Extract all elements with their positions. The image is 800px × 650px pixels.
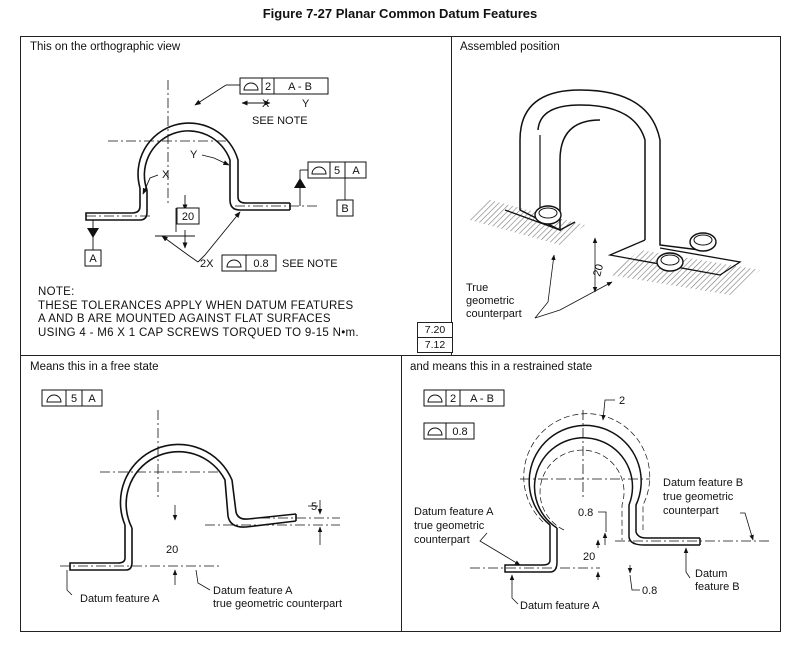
caption-assembled: Assembled position — [460, 41, 560, 53]
profile-surface-icon — [427, 394, 443, 403]
restrained-dim-20: 20 — [583, 551, 595, 563]
free-state-clamp — [69, 443, 297, 571]
dim-20-box — [176, 207, 200, 225]
panel-bottom-right — [401, 355, 781, 632]
fcf-restrained-1: 2 A - B — [423, 389, 505, 407]
restrained-dim-08b: 0.8 — [642, 585, 657, 597]
free-counterpart-label: true geometric counterpart — [213, 598, 342, 610]
datum-b-box — [336, 199, 354, 217]
profile-surface-icon — [46, 394, 62, 403]
datum-a-triangle — [87, 228, 99, 238]
datum-a-counterpart-label: true geometric — [414, 520, 485, 532]
fcf-bottom-note: SEE NOTE — [282, 258, 338, 270]
caption-orthographic: This on the orthographic view — [30, 41, 181, 53]
arrow-label-x: X — [262, 98, 270, 110]
restrained-fcf1-value: 2 — [450, 393, 456, 405]
true-counterpart-label: True — [466, 282, 488, 294]
profile-surface-icon — [427, 427, 443, 436]
restrained-dim-2: 2 — [619, 395, 625, 407]
fcf-right: 5 A — [307, 161, 367, 179]
tolerance-note: NOTE: THESE TOLERANCES APPLY WHEN DATUM … — [38, 286, 359, 340]
orthographic-clamp — [85, 122, 291, 221]
free-fcf-value: 5 — [71, 393, 77, 405]
datum-b-label: feature B — [695, 581, 740, 593]
restrained-dimensions — [479, 399, 754, 605]
reference-box-2: 7.12 — [417, 337, 453, 353]
free-centerlines — [60, 410, 340, 567]
assembled-view: 20 True geometric counterpart — [466, 89, 760, 320]
datum-a-letter: A — [89, 253, 97, 265]
free-counterpart-label: Datum feature A — [213, 585, 293, 597]
datum-b-counterpart-label: counterpart — [663, 505, 719, 517]
datum-b-triangle — [294, 178, 306, 188]
fcf-top: 2 A - B — [239, 77, 329, 95]
fcf-right-datum: A — [352, 165, 360, 177]
fcf-restrained-2: 0.8 — [423, 422, 475, 440]
free-dim-20: 20 — [166, 544, 178, 556]
caption-free-state: Means this in a free state — [30, 361, 159, 373]
cap-screw-icon — [689, 232, 717, 252]
true-counterpart-label: counterpart — [466, 308, 522, 320]
dim-20-label: 20 — [182, 211, 194, 223]
restrained-centerlines — [470, 410, 770, 569]
fcf-top-datum: A - B — [288, 81, 312, 93]
free-dim-5: 5 — [311, 501, 317, 513]
see-note-top: SEE NOTE — [252, 115, 308, 127]
restrained-clamp — [504, 424, 701, 573]
note-line: NOTE: — [38, 286, 75, 298]
fcf-bottom-value: 0.8 — [253, 258, 268, 270]
datum-a-label: Datum feature A — [520, 600, 600, 612]
note-line: USING 4 - M6 X 1 CAP SCREWS TORQUED TO 9… — [38, 326, 359, 339]
datum-b-letter: B — [341, 203, 348, 215]
fcf-right-value: 5 — [334, 165, 340, 177]
restrained-dim-08a: 0.8 — [578, 507, 593, 519]
datum-a-box — [84, 249, 102, 267]
fcf-bottom-prefix: 2X — [200, 258, 214, 270]
free-datum-a-label: Datum feature A — [80, 593, 160, 605]
restrained-fcf2-value: 0.8 — [452, 426, 467, 438]
datum-a-counterpart-label: Datum feature A — [414, 506, 494, 518]
figure-title: Figure 7-27 Planar Common Datum Features — [262, 6, 538, 21]
arrow-label-y: Y — [302, 98, 310, 110]
datum-a-counterpart-label: counterpart — [414, 534, 470, 546]
note-line: A AND B ARE MOUNTED AGAINST FLAT SURFACE… — [38, 313, 331, 325]
point-y-label: Y — [190, 149, 198, 161]
profile-surface-icon — [226, 259, 242, 268]
fcf-free-state: 5 A — [41, 389, 103, 407]
restrained-fcf1-datum: A - B — [470, 393, 494, 405]
point-x-label: X — [162, 169, 170, 181]
centerlines — [86, 80, 320, 217]
free-dimensions — [66, 500, 323, 596]
fcf-bottom: 2X 0.8 SEE NOTE — [200, 254, 338, 272]
caption-restrained-state: and means this in a restrained state — [410, 361, 593, 373]
cap-screw-icon — [656, 252, 684, 272]
fcf-top-value: 2 — [265, 81, 271, 93]
leader-lines — [92, 84, 346, 263]
datum-b-counterpart-label: Datum feature B — [663, 477, 743, 489]
restrained-tolerance-zone — [523, 413, 651, 540]
true-counterpart-label: geometric — [466, 295, 515, 307]
datum-b-label: Datum — [695, 568, 727, 580]
free-fcf-datum: A — [88, 393, 96, 405]
profile-surface-icon — [311, 166, 327, 175]
cap-screw-icon — [534, 205, 562, 225]
assembled-dim-20: 20 — [591, 263, 606, 278]
note-line: THESE TOLERANCES APPLY WHEN DATUM FEATUR… — [38, 299, 354, 312]
profile-surface-icon — [243, 82, 259, 91]
datum-b-counterpart-label: true geometric — [663, 491, 734, 503]
